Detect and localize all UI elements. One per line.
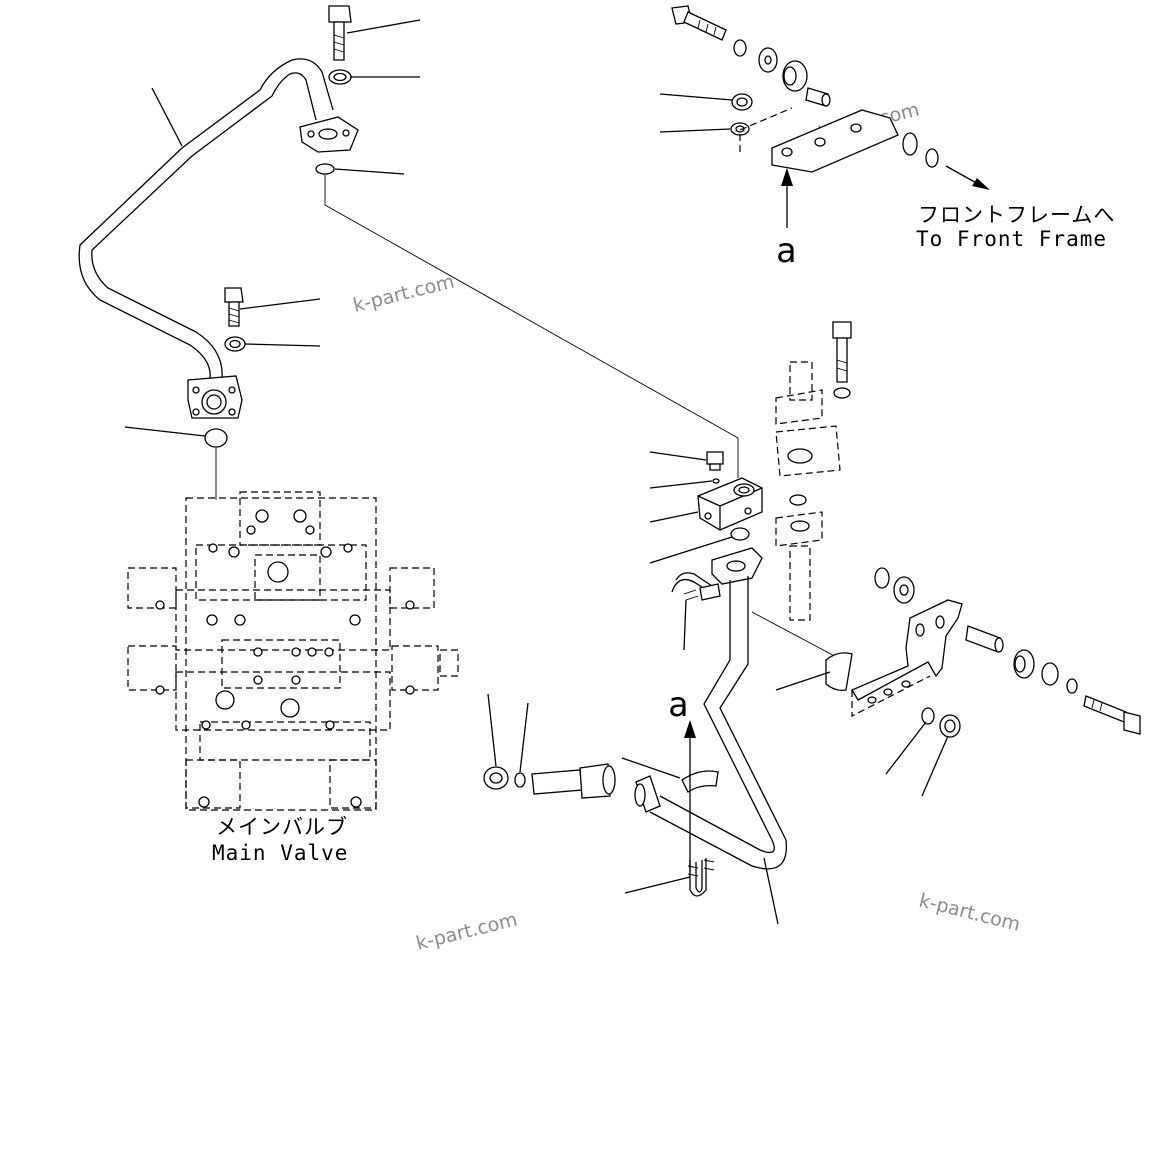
clamp-mid — [825, 652, 853, 692]
washer — [1066, 678, 1078, 694]
bolt-top — [328, 5, 352, 61]
flange-left — [187, 375, 243, 419]
callout-line — [885, 721, 927, 775]
arrow-right-icon — [972, 178, 990, 190]
nut-hose — [483, 766, 509, 790]
callout-line — [763, 857, 779, 925]
callout-line — [621, 757, 681, 779]
junction-block — [697, 477, 763, 531]
washer — [925, 148, 939, 168]
front-frame-label-en: To Front Frame — [916, 227, 1107, 251]
callout-line — [487, 693, 497, 767]
main-valve-label-jp: メインバルブ — [216, 815, 348, 839]
callout-line — [124, 426, 206, 437]
sleeve-right — [965, 625, 1004, 653]
sleeve-top — [805, 87, 831, 107]
washer — [1041, 662, 1059, 686]
callout-line — [334, 168, 405, 175]
washer-hole — [899, 584, 909, 596]
arrow-up-icon — [684, 720, 696, 738]
callout-line — [519, 702, 529, 773]
washer-right — [833, 387, 851, 399]
main-pipe — [78, 58, 334, 379]
o-ring-top — [315, 163, 335, 175]
bolt-right — [832, 321, 852, 383]
watermark: k-part.com — [917, 890, 1023, 936]
connection-line — [324, 175, 739, 478]
callout-line — [659, 128, 731, 133]
callout-line — [346, 19, 421, 34]
flange-top — [299, 116, 359, 153]
washer-hole — [764, 55, 772, 65]
callout-line — [683, 599, 687, 651]
washer-left — [224, 336, 246, 352]
plug — [706, 451, 724, 471]
bolt-right-lower — [1083, 695, 1141, 735]
washer — [902, 132, 918, 156]
nut-top-right — [731, 93, 753, 111]
o-ring-left — [204, 428, 228, 448]
washer-lower — [921, 707, 935, 725]
callout-line — [649, 511, 699, 523]
lower-pipe — [634, 547, 788, 870]
callout-line — [151, 87, 183, 147]
direction-line — [945, 165, 981, 186]
view-a-label-bottom: a — [668, 685, 688, 725]
bolt-left — [224, 287, 244, 327]
callout-line — [649, 536, 733, 564]
bushing-top — [782, 60, 808, 92]
callout-line — [624, 876, 691, 894]
bracket-right — [851, 599, 963, 717]
main-valve-label-en: Main Valve — [212, 841, 348, 865]
watermark: k-part.com — [351, 270, 457, 316]
callout-line — [649, 480, 713, 489]
bracket-top — [739, 107, 899, 173]
main-valve — [127, 491, 459, 811]
nut-lower — [939, 714, 961, 738]
small-o-ring — [712, 478, 720, 484]
callout-line — [921, 735, 949, 797]
column-pipe — [775, 361, 841, 621]
callout-line — [244, 343, 321, 347]
washer-top-right — [730, 122, 750, 136]
u-bolt-lower — [687, 858, 715, 897]
view-a-label-top: a — [776, 231, 796, 271]
top-right-bolt — [671, 5, 727, 41]
callout-line — [649, 451, 707, 461]
hose-fitting — [531, 763, 616, 799]
arrow-up-icon — [781, 168, 793, 186]
washer — [733, 39, 747, 57]
connection-line — [751, 611, 843, 661]
washer-top — [328, 69, 352, 85]
front-frame-label-jp: フロントフレームへ — [918, 203, 1115, 227]
clamp-lower — [681, 770, 719, 793]
washer — [874, 567, 890, 589]
bushing-right — [1013, 649, 1035, 679]
o-ring-hose — [514, 772, 526, 788]
callout-line — [775, 671, 831, 691]
u-bolt-upper — [671, 572, 721, 601]
watermark: k-part.com — [414, 908, 520, 954]
callout-line — [659, 93, 733, 101]
o-ring-block — [730, 527, 750, 541]
callout-line — [239, 298, 321, 310]
